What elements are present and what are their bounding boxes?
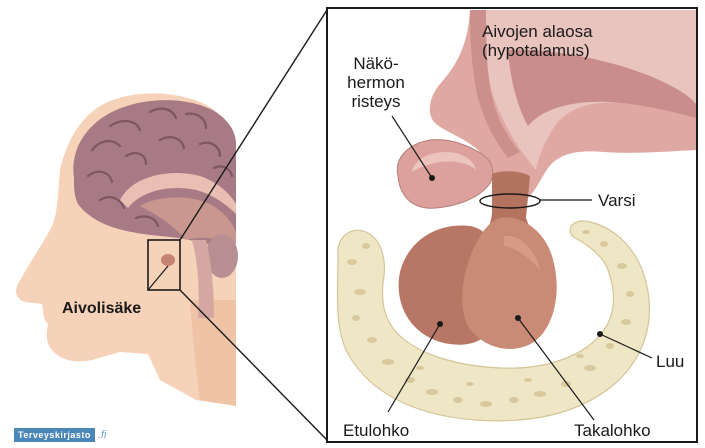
label-bone: Luu	[656, 352, 684, 371]
label-optic-line2: hermon	[340, 73, 412, 92]
label-posterior: Takalohko	[574, 421, 651, 440]
label-pituitary: Aivolisäke	[62, 300, 141, 318]
label-optic-chiasm: Näkö- hermon risteys	[340, 54, 412, 111]
label-optic-line1: Näkö-	[340, 54, 412, 73]
label-stalk: Varsi	[598, 191, 635, 210]
label-hypothalamus-line2: (hypotalamus)	[482, 41, 593, 60]
terveyskirjasto-logo: Terveyskirjasto .fi	[14, 427, 106, 443]
label-hypothalamus-line1: Aivojen alaosa	[482, 22, 593, 41]
dot-anterior	[437, 321, 443, 327]
label-anterior: Etulohko	[343, 421, 409, 440]
pituitary-small	[161, 254, 175, 266]
label-hypothalamus: Aivojen alaosa (hypotalamus)	[482, 22, 593, 60]
dot-posterior	[515, 315, 521, 321]
dot-optic	[429, 175, 435, 181]
label-optic-line3: risteys	[340, 92, 412, 111]
logo-brand: Terveyskirjasto	[14, 428, 95, 442]
logo-suffix: .fi	[98, 429, 107, 441]
dot-bone	[597, 331, 603, 337]
